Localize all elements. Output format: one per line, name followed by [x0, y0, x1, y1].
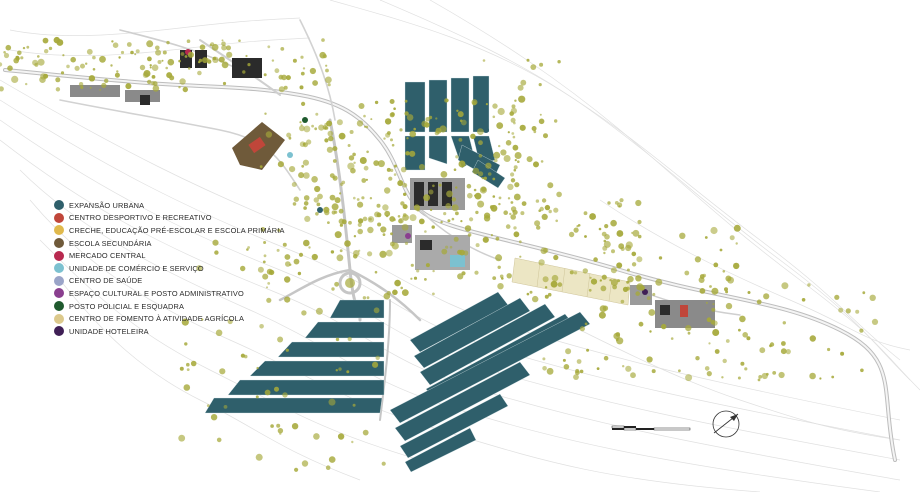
urban-expansion-southwest	[204, 299, 385, 414]
legend-swatch-icon	[54, 288, 64, 299]
legend-swatch-icon	[54, 200, 64, 211]
legend-swatch-icon	[54, 326, 64, 337]
legend-swatch-icon	[54, 301, 64, 312]
legend-item: MERCADO CENTRAL	[54, 249, 354, 262]
legend-label: CENTRO DE SAÚDE	[69, 276, 143, 286]
legend-label: MERCADO CENTRAL	[69, 251, 146, 261]
legend-swatch-icon	[54, 313, 64, 324]
legend-item: UNIDADE DE COMÉRCIO E SERVIÇO	[54, 262, 354, 275]
legend-swatch-icon	[54, 250, 64, 261]
legend-item: CENTRO DESPORTIVO E RECREATIVO	[54, 212, 354, 225]
legend-swatch-icon	[54, 225, 64, 236]
legend-swatch-icon	[54, 275, 64, 286]
legend-item: CENTRO DE SAÚDE	[54, 275, 354, 288]
legend-swatch-icon	[54, 238, 64, 249]
legend-label: CENTRO DESPORTIVO E RECREATIVO	[69, 213, 212, 223]
legend-label: ESCOLA SECUNDÁRIA	[69, 238, 152, 248]
legend-label: POSTO POLICIAL E ESQUADRA	[69, 301, 185, 311]
legend-item: ESCOLA SECUNDÁRIA	[54, 237, 354, 250]
legend-label: UNIDADE DE COMÉRCIO E SERVIÇO	[69, 263, 204, 273]
legend-label: CRECHE, EDUCAÇÃO PRÉ-ESCOLAR E ESCOLA PR…	[69, 225, 285, 235]
legend-swatch-icon	[54, 212, 64, 223]
north-arrow-icon	[712, 410, 740, 438]
legend-label: EXPANSÃO URBANA	[69, 200, 145, 210]
legend-item: EXPANSÃO URBANA	[54, 199, 354, 212]
legend-label: ESPAÇO CULTURAL E POSTO ADMINISTRATIVO	[69, 288, 244, 298]
legend-swatch-icon	[54, 263, 64, 274]
vegetation	[0, 36, 879, 472]
urban-expansion-north	[404, 75, 506, 189]
legend-item: CRECHE, EDUCAÇÃO PRÉ-ESCOLAR E ESCOLA PR…	[54, 224, 354, 237]
legend-item: POSTO POLICIAL E ESQUADRA	[54, 300, 354, 313]
roundabout	[338, 271, 362, 295]
legend-item: ESPAÇO CULTURAL E POSTO ADMINISTRATIVO	[54, 287, 354, 300]
legend-label: UNIDADE HOTELEIRA	[69, 326, 149, 336]
urban-expansion-southeast	[389, 291, 591, 473]
map-legend: EXPANSÃO URBANA CENTRO DESPORTIVO E RECRE…	[54, 199, 354, 338]
agricultural-fields	[511, 257, 631, 306]
legend-item: CENTRO DE FOMENTO À ATIVIDADE AGRÍCOLA	[54, 312, 354, 325]
legend-item: UNIDADE HOTELEIRA	[54, 325, 354, 338]
legend-label: CENTRO DE FOMENTO À ATIVIDADE AGRÍCOLA	[69, 314, 245, 324]
scale-bar-icon	[611, 425, 691, 431]
